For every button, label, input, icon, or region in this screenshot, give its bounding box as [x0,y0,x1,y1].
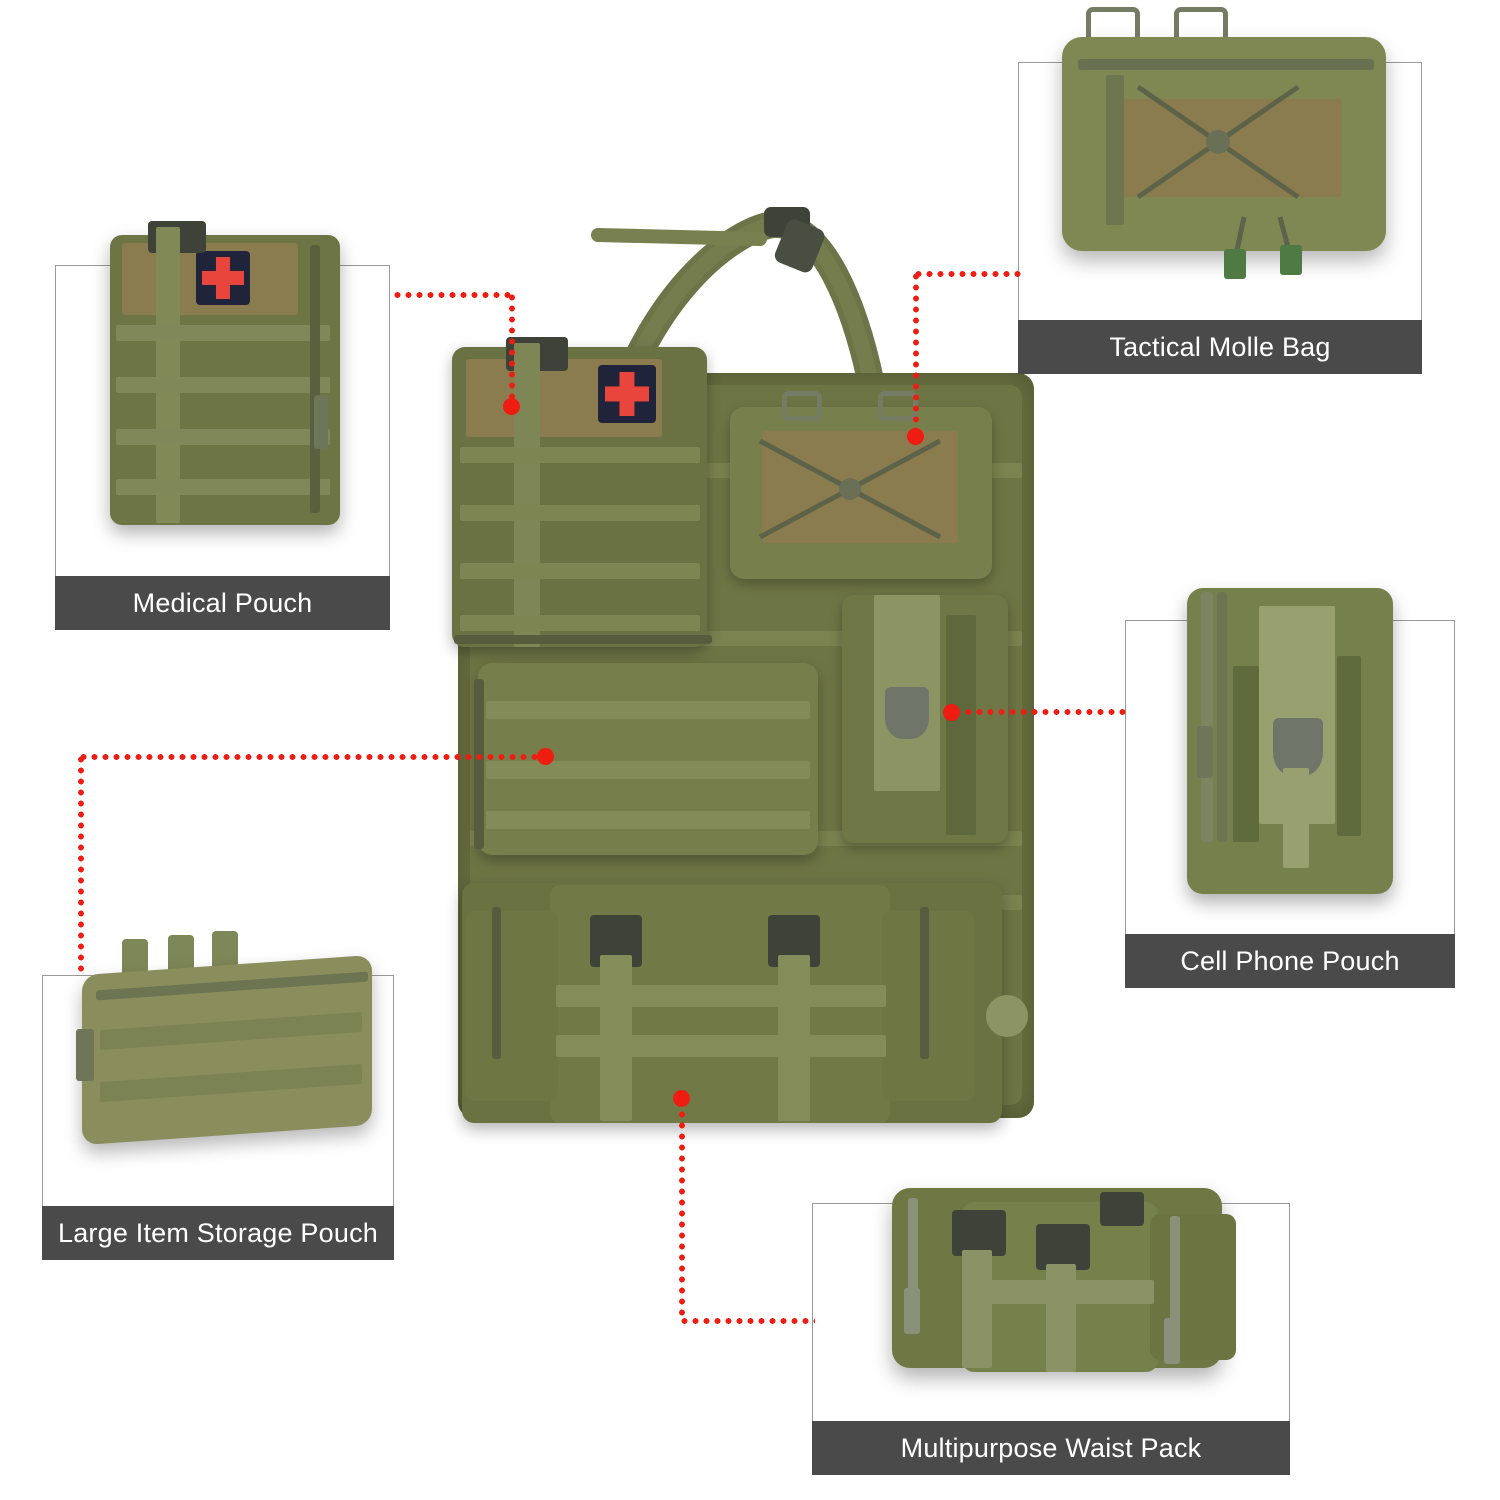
side-panel [946,615,976,835]
connector-medical-pouch-vertical [509,292,515,405]
large-item-storage-pouch-photo [60,931,386,1167]
callout-label-multipurpose-waist-pack: Multipurpose Waist Pack [812,1421,1290,1475]
anchor-large-item-storage-pouch [537,748,554,765]
pack-webbing-row [556,985,886,1007]
connector-cell-phone-pouch-horizontal [952,709,1127,715]
d-ring [782,391,822,421]
callout-medical-pouch: Medical Pouch [55,221,390,630]
side-release-tab [986,995,1028,1037]
callout-large-item-storage-pouch: Large Item Storage Pouch [42,931,394,1260]
medical-pouch-photo [100,195,350,540]
connector-large-item-horizontal [78,754,548,760]
pouch-webbing-row [460,615,700,631]
pouch-webbing-row [486,701,810,719]
callout-multipurpose-waist-pack: Multipurpose Waist Pack [812,1188,1290,1475]
pouch-webbing-row [486,811,810,829]
multipurpose-waist-pack-photo [864,1168,1264,1418]
bungee-cord [758,438,942,540]
callout-tactical-molle-bag: Tactical Molle Bag [1018,7,1422,374]
connector-tactical-molle-bag-horizontal [913,271,1021,277]
pouch-webbing-row [460,505,700,521]
pouch-webbing-row [486,761,810,779]
pouch-webbing-row [460,447,700,463]
carry-handle [591,207,896,459]
cell-phone-pouch-photo [1165,570,1415,940]
red-cross-patch [598,365,656,423]
main-product-image [430,195,1050,1155]
anchor-multipurpose-waist-pack [673,1090,690,1107]
side-zipper [492,907,501,1059]
tactical-molle-bag-photo [1048,7,1398,297]
callout-cell-phone-pouch: Cell Phone Pouch [1125,588,1455,988]
plastic-clip [885,687,929,739]
connector-waist-pack-vertical [679,1098,685,1320]
connector-large-item-vertical [78,754,84,976]
connector-waist-pack-horizontal [679,1318,815,1324]
callout-label-tactical-molle-bag: Tactical Molle Bag [1018,320,1422,374]
side-zip-pocket [466,911,558,1101]
anchor-medical-pouch [503,398,520,415]
connector-tactical-molle-bag-vertical [913,271,919,436]
connector-medical-pouch-horizontal [392,292,514,298]
pouch-zipper [454,635,712,644]
anchor-tactical-molle-bag [907,428,924,445]
callout-label-large-item-storage-pouch: Large Item Storage Pouch [42,1206,394,1260]
vertical-strap [514,343,540,647]
pouch-zipper [474,679,484,849]
callout-label-medical-pouch: Medical Pouch [55,576,390,630]
anchor-cell-phone-pouch [943,704,960,721]
callout-label-cell-phone-pouch: Cell Phone Pouch [1125,934,1455,988]
d-ring [878,391,918,421]
pack-webbing-row [556,1035,886,1057]
side-zipper [920,907,929,1059]
pouch-webbing-row [460,563,700,579]
